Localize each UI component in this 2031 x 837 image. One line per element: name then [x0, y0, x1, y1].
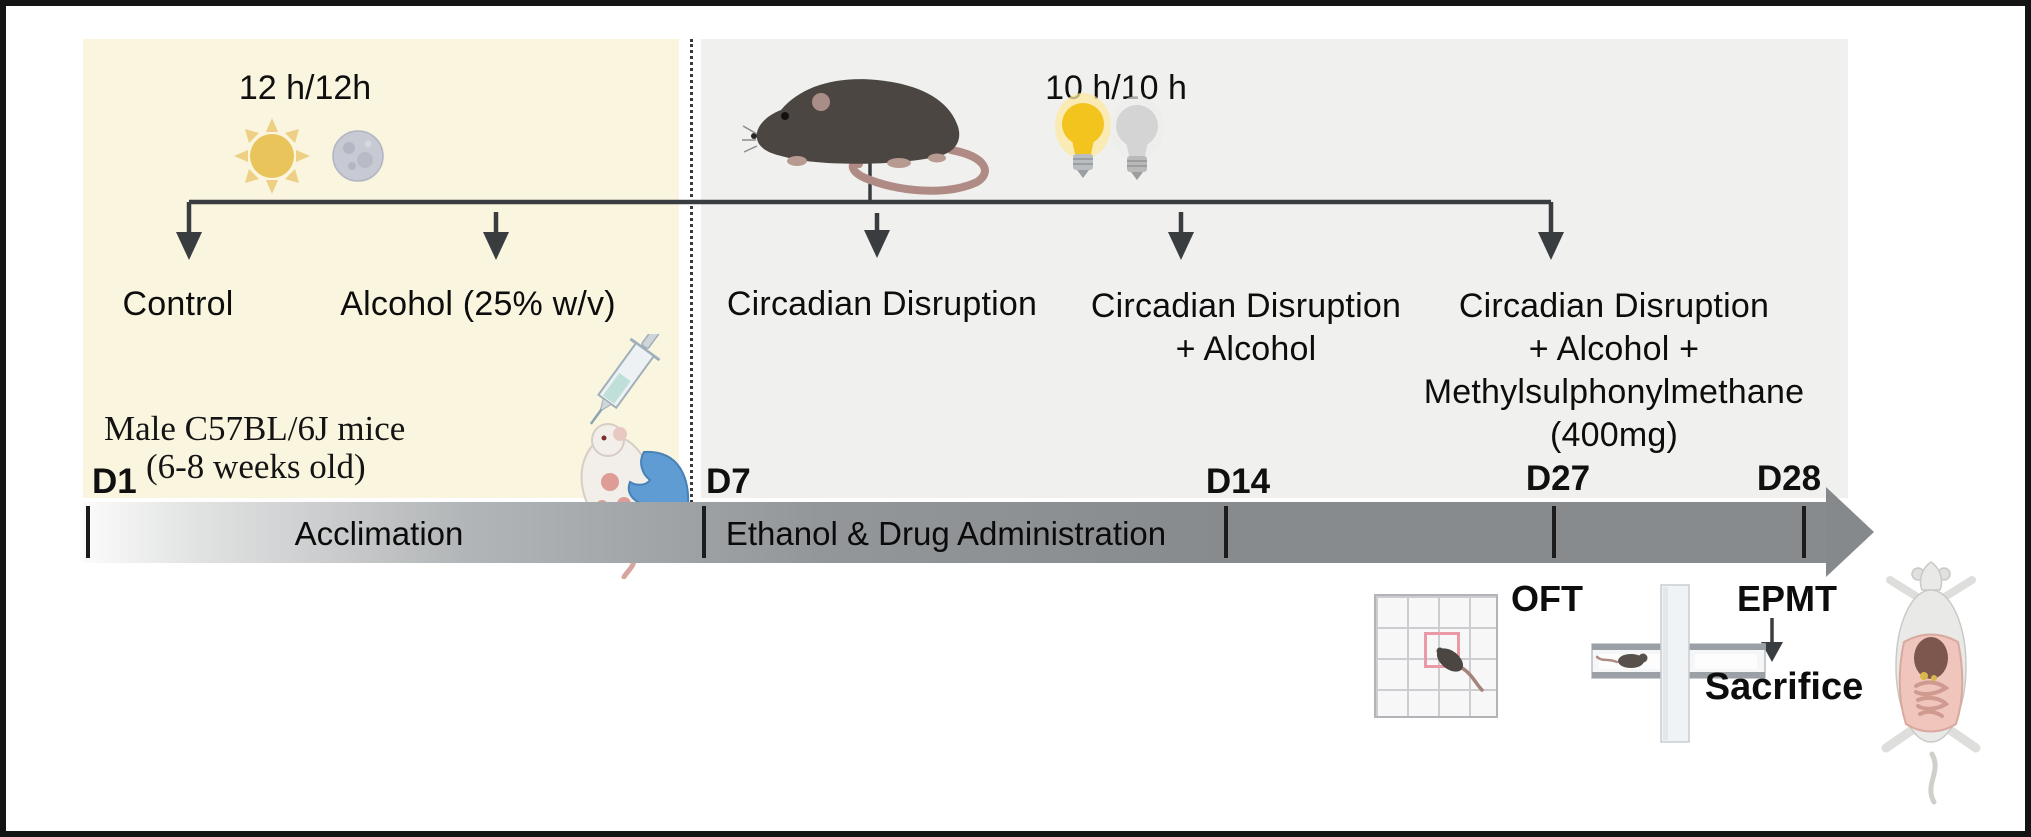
group-label-alcohol: Alcohol (25% w/v): [340, 285, 616, 323]
oft-mouse-icon: [1436, 647, 1484, 692]
standard-cycle-label: 12 h/12h: [238, 69, 372, 107]
day-label-d27: D27: [1525, 459, 1591, 498]
timeline-tick-d28: [1802, 506, 1806, 558]
phase-label-acclimation: Acclimation: [294, 515, 464, 552]
group-label-circadian-alcohol: Circadian Disruption + Alcohol: [1090, 287, 1402, 368]
elevated-plus-maze-apparatus: [1591, 584, 1766, 743]
timeline-tick-d27: [1552, 506, 1556, 558]
day-label-d7: D7: [706, 462, 751, 501]
group-label-circadian-alcohol-msm: Circadian Disruption + Alcohol + Methyls…: [1423, 287, 1805, 454]
oft-center-zone: [1424, 632, 1460, 668]
lightbulb-on-icon: [1055, 93, 1111, 178]
open-field-test-apparatus: [1374, 594, 1498, 718]
sacrifice-label: Sacrifice: [1704, 666, 1864, 708]
timeline-tick-d1: [86, 506, 90, 558]
standard-light-panel: [83, 39, 679, 498]
epmt-label: EPMT: [1736, 578, 1838, 619]
timeline-tick-d14: [1224, 506, 1228, 558]
timeline-tick-d7: [702, 506, 706, 558]
day-label-d14: D14: [1205, 462, 1271, 501]
dissected-mouse-illustration: [1881, 561, 1981, 805]
group-label-control: Control: [122, 285, 234, 323]
phase-label-administration: Ethanol & Drug Administration: [725, 515, 1167, 552]
oft-label: OFT: [1511, 578, 1583, 619]
sun-icon: [234, 118, 310, 194]
subject-age: (6-8 weeks old): [146, 447, 366, 486]
phase-divider-dotted-line: [690, 39, 693, 563]
timeline-bar: [83, 502, 1828, 563]
day-label-d1: D1: [92, 462, 137, 501]
timeline-arrowhead: [1826, 487, 1874, 577]
lightbulb-off-icon: [1110, 96, 1164, 180]
mouse-tail: [848, 146, 989, 195]
mouse-illustration: [742, 79, 989, 195]
syringe-icon: [589, 334, 661, 425]
day-label-d28: D28: [1756, 459, 1822, 498]
subject-strain: Male C57BL/6J mice: [104, 409, 406, 448]
moon-icon: [332, 130, 384, 182]
group-label-circadian-disruption: Circadian Disruption: [726, 285, 1038, 323]
epmt-mouse-icon: [1638, 653, 1648, 663]
